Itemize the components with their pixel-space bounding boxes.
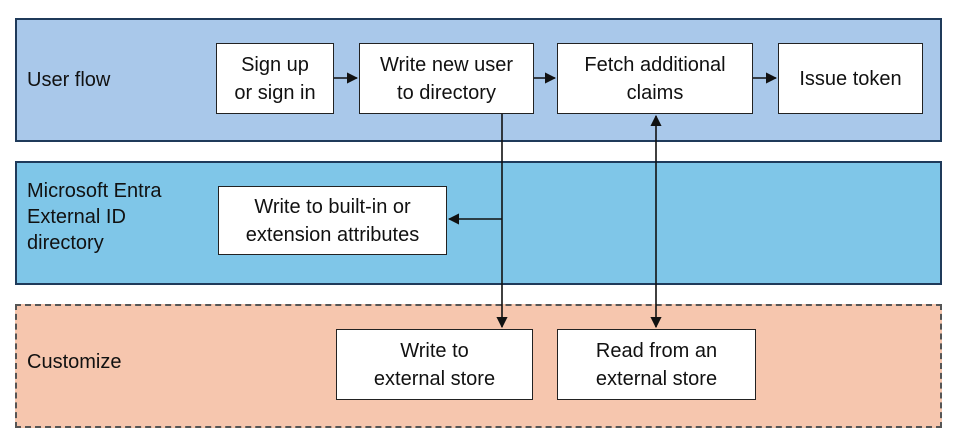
lane-label-entra: Microsoft Entra External ID directory — [27, 180, 162, 254]
lane-label-user-flow: User flow — [27, 69, 111, 91]
step-write-external-store: Write to external store — [336, 329, 533, 400]
step-write-attributes: Write to built-in or extension attribute… — [218, 186, 447, 255]
lane-label-customize: Customize — [27, 351, 122, 373]
step-write-new-user: Write new user to directory — [359, 43, 534, 114]
lane-entra-directory — [15, 161, 942, 285]
step-sign-up-or-sign-in: Sign up or sign in — [216, 43, 334, 114]
step-fetch-additional-claims: Fetch additional claims — [557, 43, 753, 114]
step-issue-token: Issue token — [778, 43, 923, 114]
step-read-external-store: Read from an external store — [557, 329, 756, 400]
